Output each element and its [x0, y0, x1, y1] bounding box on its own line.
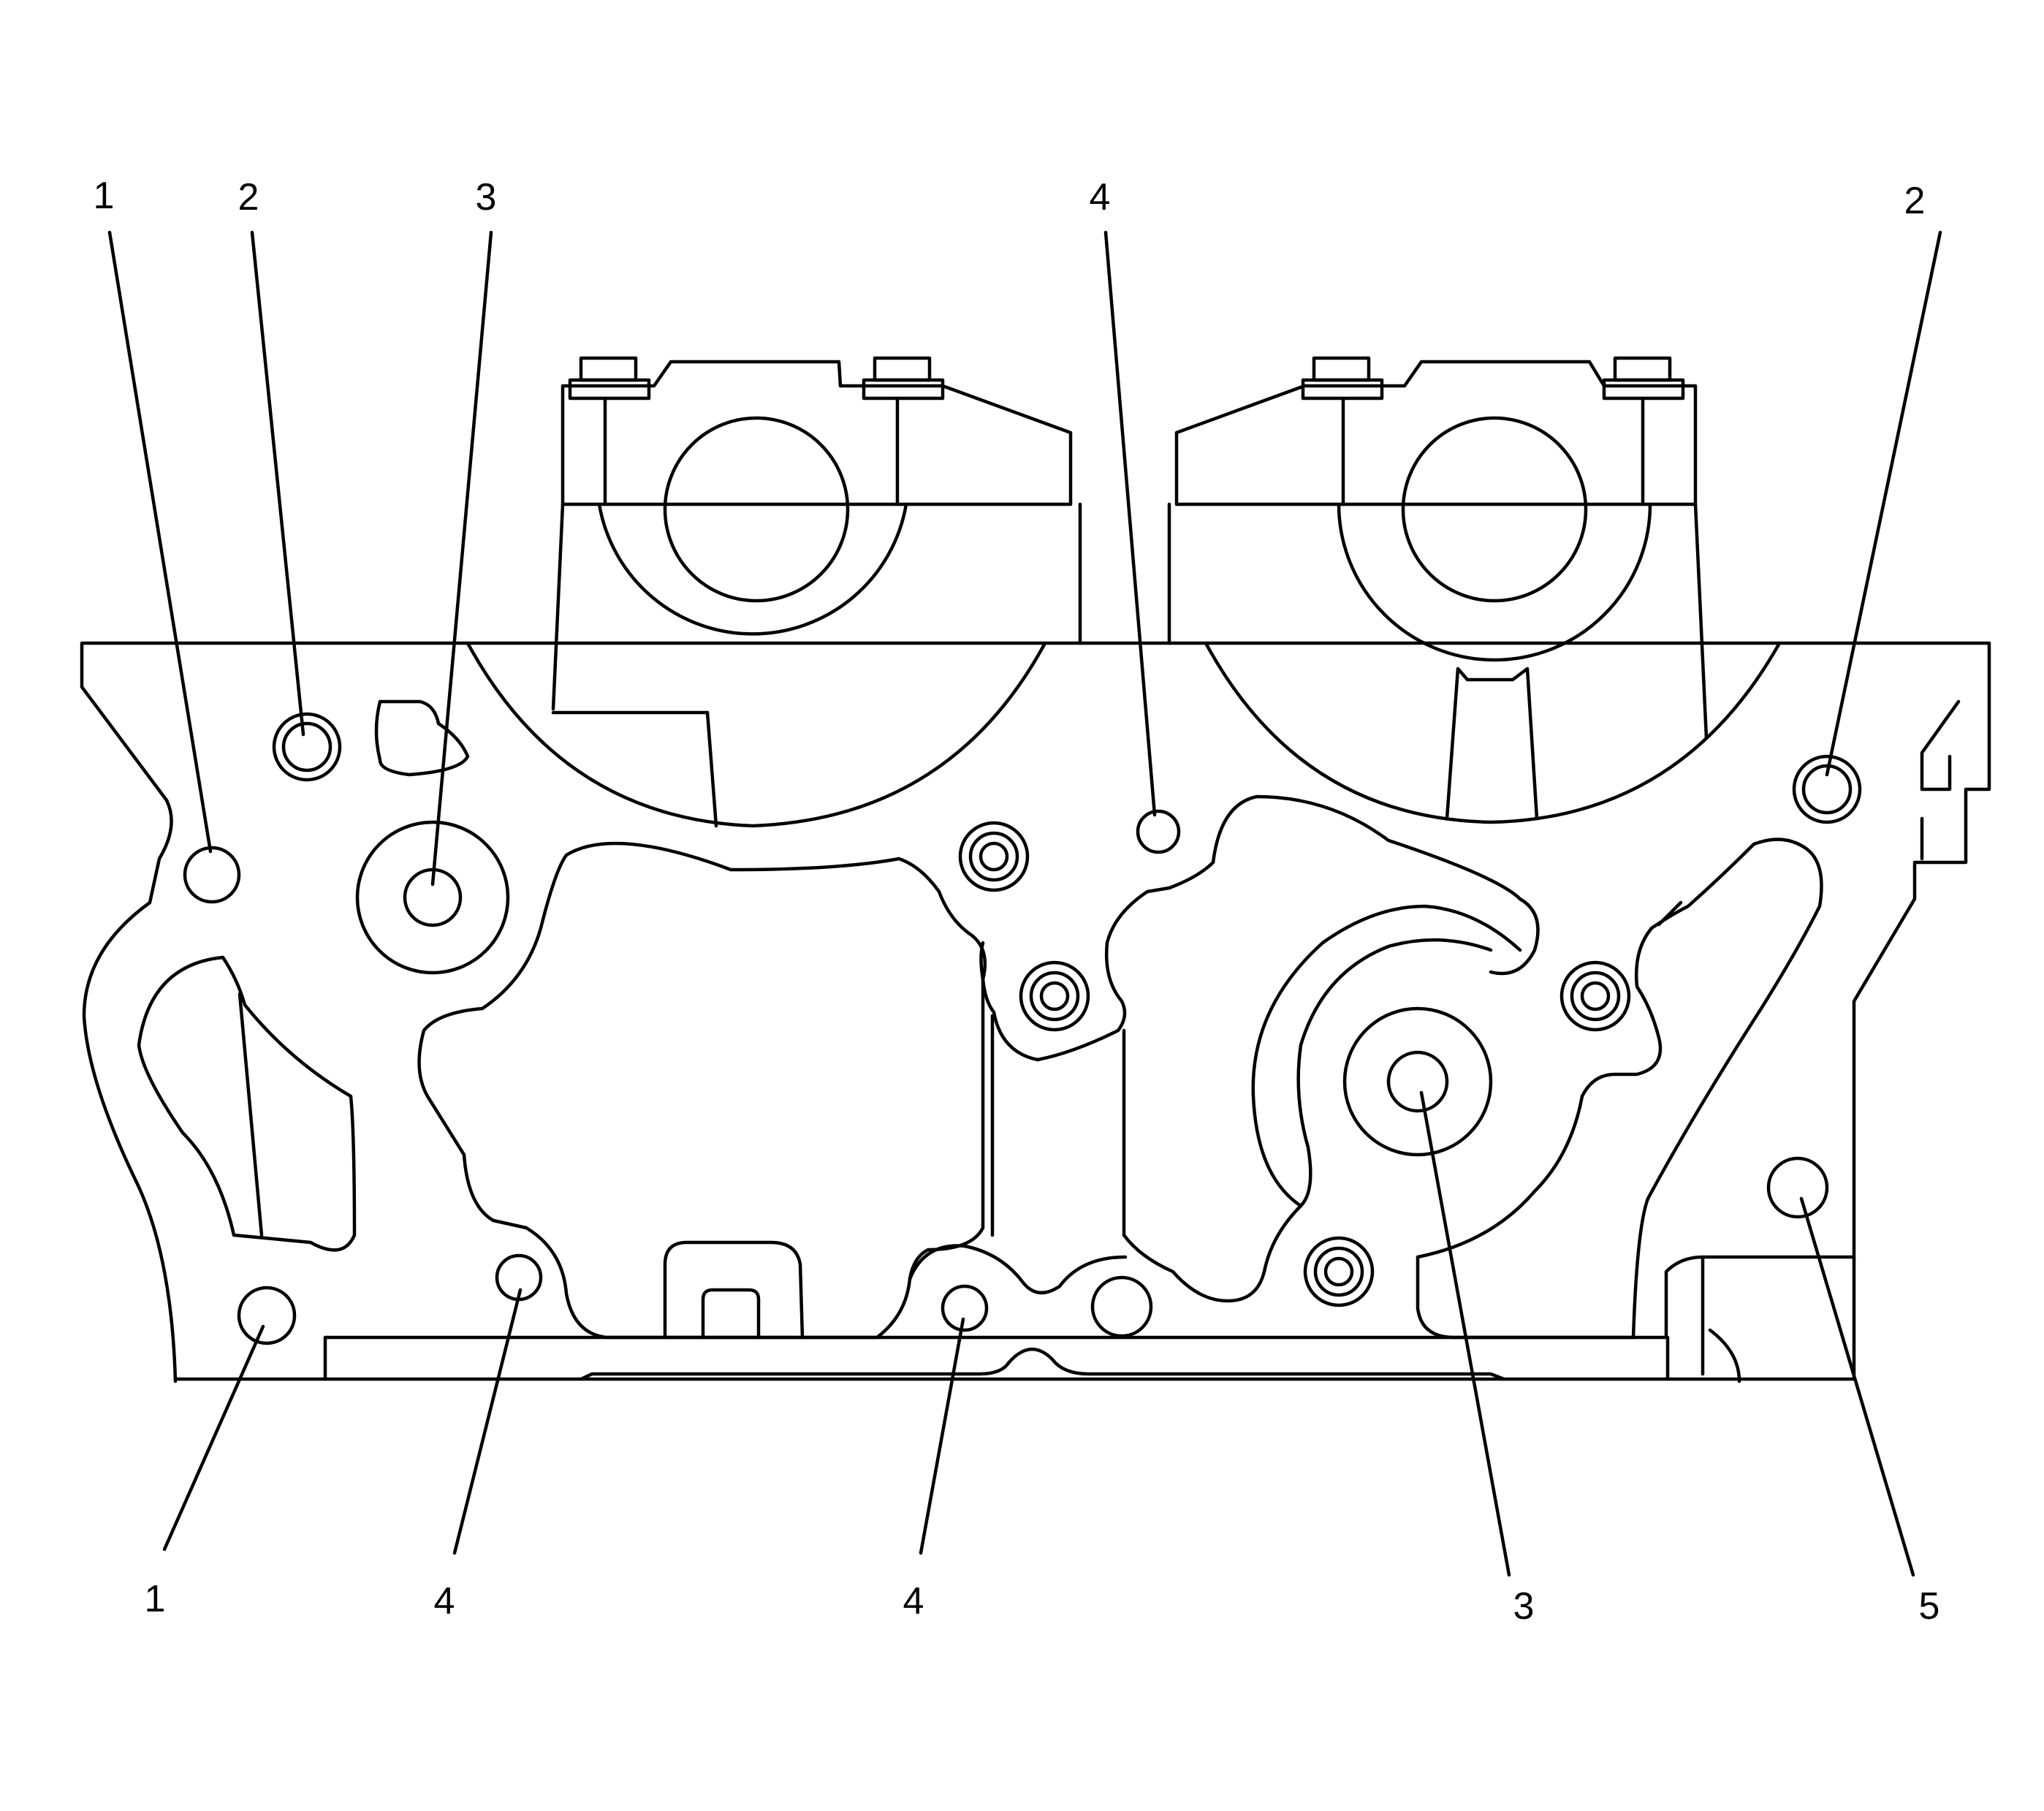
head-left-opening	[137, 955, 357, 1252]
valley-left-rib	[705, 710, 718, 828]
callout-top-1: 1	[94, 175, 115, 217]
valley-left-wall	[551, 502, 565, 711]
cap-left-bolt-flange-1	[568, 378, 651, 400]
callout-top-2-left: 2	[238, 176, 259, 219]
callout-bottom-4-left: 4	[434, 1580, 455, 1622]
lower-scallops	[908, 1244, 1128, 1294]
left-port-slot-inner	[701, 1288, 761, 1340]
bolt-boss-4-inner	[1323, 1256, 1354, 1287]
cap-left-bolt-head-2	[873, 356, 932, 382]
cap-right-body	[1174, 360, 1698, 506]
center-lower-arch	[1122, 1204, 1303, 1303]
valley-right-wall	[1693, 502, 1709, 740]
gasket-strip	[579, 1347, 1506, 1381]
cap-left-bolt-head-1	[579, 356, 638, 382]
cap-left-body	[561, 360, 1073, 506]
callout-bottom-4-center: 4	[903, 1580, 924, 1622]
left-port-slot	[663, 1240, 805, 1340]
hole-4-upper	[1136, 809, 1181, 854]
cap-right-bolt-flange-2	[1602, 378, 1685, 400]
left-lug	[374, 699, 470, 777]
left-cam-valley	[466, 641, 1047, 828]
callout-top-2-right: 2	[1904, 180, 1926, 222]
right-lower-rail	[1664, 1255, 1856, 1376]
callout-bottom-1: 1	[145, 1578, 166, 1620]
right-port-step	[1657, 900, 1683, 927]
right-cam-valley	[1204, 641, 1782, 824]
hole-lower-plug	[1090, 1275, 1153, 1338]
journal-saddle-left	[597, 502, 908, 636]
head-left-rib	[238, 992, 264, 1237]
bolt-boss-3-inner	[1580, 981, 1611, 1011]
hole-2-left-inner	[281, 721, 333, 772]
leader-top-4	[1103, 230, 1157, 817]
hole-1-upper	[183, 846, 241, 904]
leader-bottom-5	[1799, 1196, 1915, 1577]
leader-lines	[107, 230, 1942, 1577]
right-lower-arc	[1708, 1328, 1741, 1383]
center-boss	[979, 794, 1540, 1062]
hole-1-lower	[237, 1286, 297, 1345]
leader-bottom-3	[1419, 1090, 1511, 1577]
camshaft-cap-left	[561, 356, 1073, 636]
callout-top-3: 3	[476, 176, 497, 219]
leader-bottom-4-left	[452, 1288, 523, 1555]
right-port	[1416, 838, 1823, 1340]
head-outer-outline	[80, 641, 1991, 1383]
bolt-boss-2-inner	[1039, 981, 1070, 1011]
cap-right-bolt-flange-1	[1301, 378, 1384, 400]
right-edge-flange	[1920, 699, 1961, 861]
leader-top-3	[430, 230, 493, 886]
right-valley-oil-channel	[1445, 667, 1539, 821]
camshaft-journal-right	[1401, 416, 1588, 603]
cylinder-head-body	[80, 502, 1991, 1383]
leader-bottom-1	[162, 1324, 265, 1552]
cap-left-bolt-flange-2	[862, 378, 945, 400]
leader-top-1	[107, 230, 213, 854]
right-water-jacket	[1251, 904, 1522, 1208]
holes	[183, 712, 1862, 1345]
callout-bottom-3: 3	[1513, 1585, 1535, 1628]
bolt-boss-1-inner	[979, 841, 1009, 872]
leader-bottom-4-center	[919, 1317, 965, 1555]
callout-bottom-5: 5	[1919, 1585, 1940, 1628]
bottom-rail	[323, 1335, 1670, 1381]
hole-2-right-inner	[1801, 764, 1853, 815]
hole-5	[1766, 1156, 1829, 1219]
camshaft-cap-right	[1174, 356, 1698, 662]
leader-top-2-right	[1825, 230, 1942, 777]
callout-labels: 1 2 3 4 2 1 4 4 3 5	[94, 175, 1940, 1628]
leader-top-2-left	[250, 230, 305, 737]
camshaft-journal-left	[663, 416, 850, 603]
hole-3-right	[1386, 1050, 1449, 1113]
cap-right-bolt-head-2	[1613, 356, 1672, 382]
hole-4-lower-center	[941, 1284, 989, 1332]
journal-saddle-right	[1337, 502, 1652, 662]
cap-right-bolt-head-1	[1312, 356, 1371, 382]
right-jacket-inner	[1296, 938, 1493, 1208]
callout-top-4: 4	[1090, 176, 1111, 219]
